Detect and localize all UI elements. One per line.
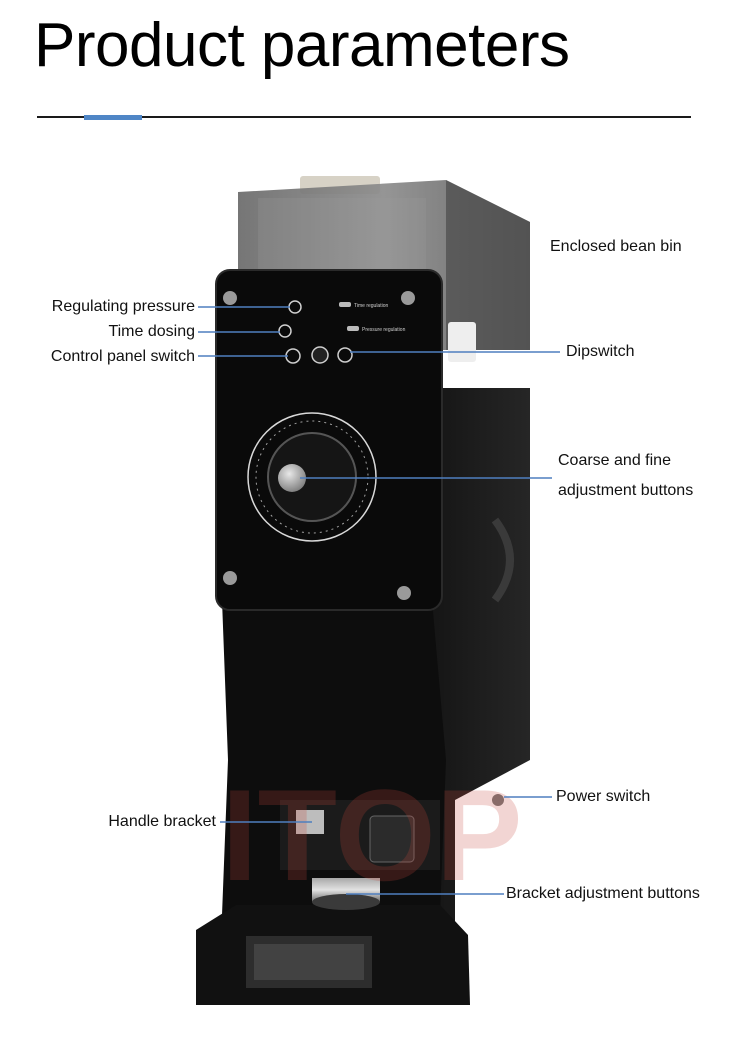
time-regulation-caption: Time regulation xyxy=(354,303,388,309)
handle-bracket-area xyxy=(280,794,504,910)
label-dipswitch: Dipswitch xyxy=(566,343,635,360)
pressure-regulation-caption: Pressure regulation xyxy=(362,327,406,333)
title-divider-accent xyxy=(84,115,142,120)
label-bracket-adjustment-buttons: Bracket adjustment buttons xyxy=(506,885,700,902)
control-panel: Time regulation Pressure regulation xyxy=(215,269,443,611)
label-enclosed-bean-bin: Enclosed bean bin xyxy=(550,238,682,255)
label-coarse-fine-line1: Coarse and fine xyxy=(558,452,671,469)
label-power-switch: Power switch xyxy=(556,788,651,805)
leader-lines xyxy=(198,306,560,895)
title-divider xyxy=(37,116,691,118)
label-control-panel-switch: Control panel switch xyxy=(50,348,195,365)
label-coarse-fine-line2: adjustment buttons xyxy=(558,482,694,499)
machine-body xyxy=(196,388,530,1005)
page-title: Product parameters xyxy=(34,11,570,80)
label-time-dosing: Time dosing xyxy=(108,323,195,340)
label-regulating-pressure: Regulating pressure xyxy=(51,298,195,315)
watermark-text: ITOP xyxy=(221,762,522,908)
label-handle-bracket: Handle bracket xyxy=(108,813,216,830)
